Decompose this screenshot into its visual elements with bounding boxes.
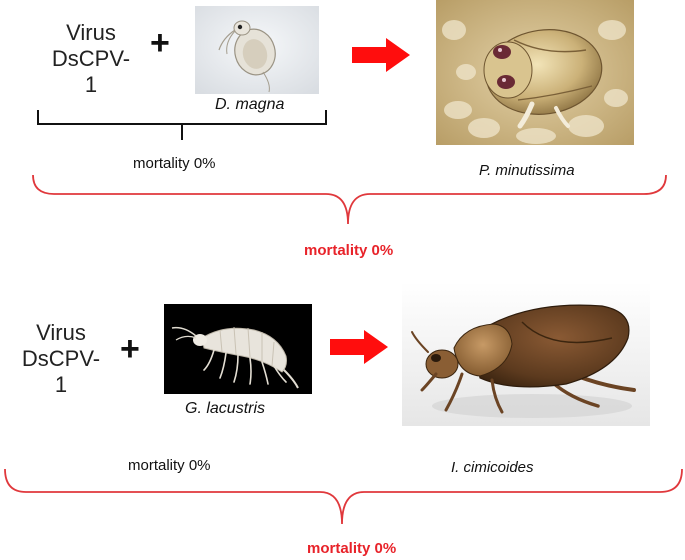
host-mortality-top: mortality 0% — [133, 155, 216, 172]
predator-label-top: P. minutissima — [479, 162, 575, 179]
combined-mortality-bottom: mortality 0% — [307, 540, 397, 557]
host-brace-top — [37, 110, 327, 140]
host-mortality-bottom: mortality 0% — [128, 457, 211, 474]
plus-sign-top: + — [150, 24, 170, 62]
combined-brace-top — [32, 174, 667, 225]
virus-name-line: Virus — [36, 320, 86, 345]
ilyocoris-cimicoides-image — [402, 282, 650, 426]
virus-label-top: Virus DsCPV-1 — [48, 20, 134, 98]
virus-strain-line: DsCPV-1 — [51, 46, 131, 97]
host-label-top: D. magna — [215, 96, 285, 113]
virus-strain-line: DsCPV-1 — [21, 346, 101, 397]
combined-mortality-top: mortality 0% — [304, 242, 394, 259]
host-label-bottom: G. lacustris — [185, 400, 266, 417]
virus-label-bottom: Virus DsCPV-1 — [16, 320, 106, 398]
predator-label-bottom: I. cimicoides — [451, 459, 534, 476]
combined-brace-bottom — [4, 468, 683, 525]
plea-minutissima-image — [436, 0, 634, 145]
daphnia-magna-image — [195, 6, 319, 94]
virus-name-line: Virus — [66, 20, 116, 45]
arrow-icon-top — [352, 38, 410, 72]
arrow-icon-bottom — [330, 330, 388, 364]
plus-sign-bottom: + — [120, 330, 140, 368]
gammarus-lacustris-image — [164, 304, 312, 394]
